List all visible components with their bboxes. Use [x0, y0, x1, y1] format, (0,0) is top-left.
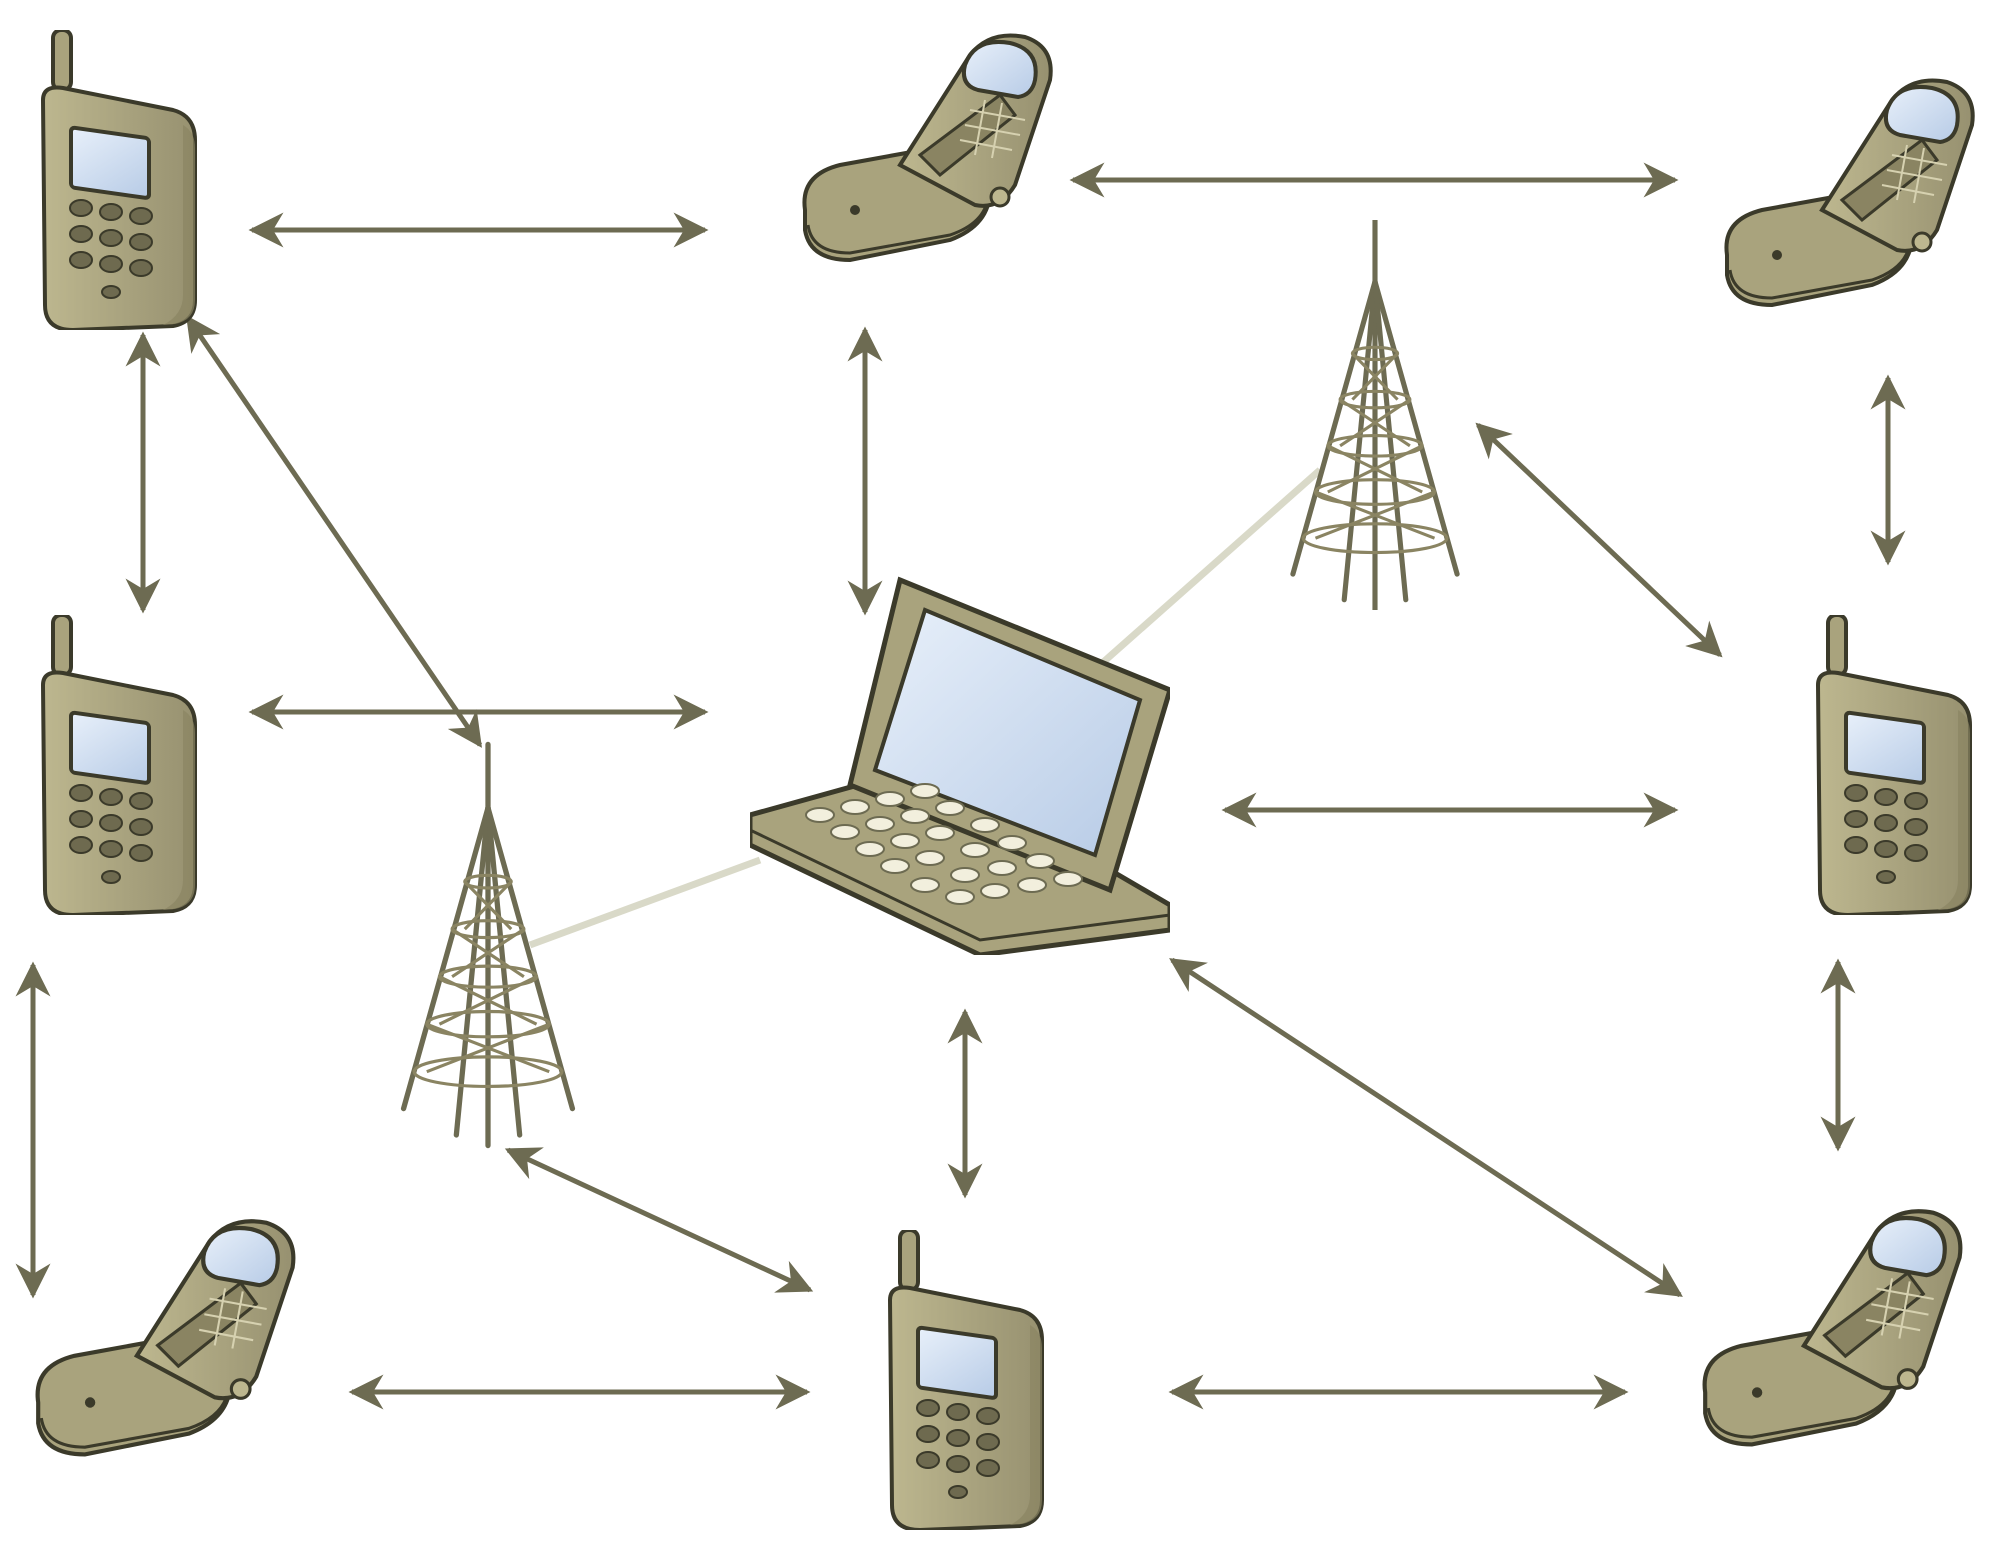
arrow-laptop-to-phone-bottom-right: [1169, 957, 1683, 1298]
candybar-phone-icon: [888, 1230, 1044, 1530]
candybar-phone-icon: [1816, 615, 1972, 915]
flip-phone-icon: [1705, 1211, 1961, 1444]
cell-tower-icon: [1293, 220, 1457, 610]
candybar-phone-icon: [41, 615, 197, 915]
flip-phone-icon: [1724, 78, 1975, 307]
wireless-link-laptop-tower-lower-left: [528, 856, 762, 949]
flip-phone-icon: [38, 1221, 294, 1454]
connection-arrows: [15, 162, 1906, 1410]
arrow-tower-lower-left-to-phone-bottom-center: [504, 1147, 814, 1293]
candybar-phone-icon: [41, 30, 197, 330]
laptop-icon: [750, 580, 1170, 955]
arrow-tower-upper-right-to-phone-middle-right: [1475, 422, 1723, 658]
wireless-links: [528, 467, 1323, 949]
cell-tower-icon: [404, 744, 573, 1145]
arrow-phone-top-left-to-tower-lower-left: [185, 315, 483, 748]
flip-phone-icon: [802, 33, 1053, 262]
wireless-link-laptop-tower-upper-right: [1097, 467, 1323, 668]
